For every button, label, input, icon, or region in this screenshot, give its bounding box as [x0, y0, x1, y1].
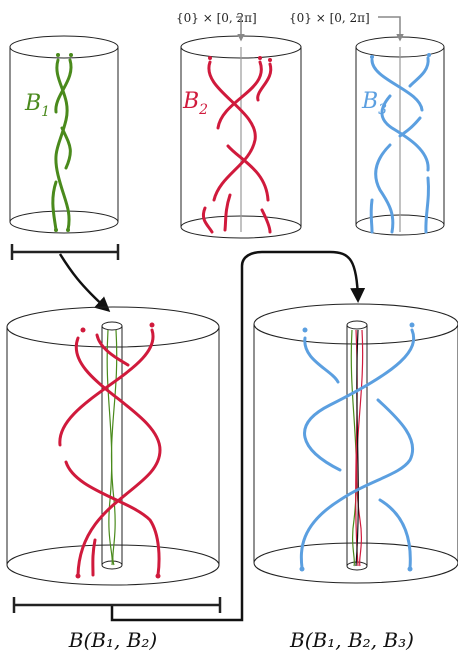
- braid-b3-strands: [369, 56, 430, 234]
- outer-red-strands: [58, 328, 162, 577]
- bracket-b1: [10, 244, 120, 260]
- cylinder-b-b1-b2: [6, 306, 220, 586]
- axis-annotation-2: {0} × [0, 2π]: [289, 11, 404, 42]
- braid-b2-strands: [201, 60, 273, 234]
- svg-text:{0} × [0, 2π]: {0} × [0, 2π]: [289, 11, 370, 25]
- braid-b1-strands: [51, 58, 73, 232]
- label-b1: B1: [24, 91, 50, 120]
- cylinder-b1: B1: [9, 35, 119, 234]
- label-b2: B2: [182, 89, 208, 118]
- svg-text:{0} × [0, 2π]: {0} × [0, 2π]: [176, 11, 257, 25]
- label-b3: B3: [361, 89, 387, 118]
- bracket-b-b1-b2: [12, 597, 222, 613]
- outer-blue-strands: [299, 328, 416, 570]
- inner-green-strands: [106, 329, 118, 566]
- inner-mixed-strands: [350, 329, 364, 567]
- arrow-to-second-satellite: [110, 250, 366, 622]
- axis-annotation-1: {0} × [0, 2π]: [176, 11, 257, 42]
- cylinder-b3: B3: [355, 36, 445, 236]
- cylinder-b2: B2: [180, 35, 302, 239]
- cylinder-b-b1-b2-b3: [253, 303, 458, 584]
- label-b-b1-b2-b3: B(B₁, B₂, B₃): [289, 628, 414, 652]
- arrow-b1-to-satellite: [58, 253, 111, 312]
- label-b-b1-b2: B(B₁, B₂): [68, 628, 157, 652]
